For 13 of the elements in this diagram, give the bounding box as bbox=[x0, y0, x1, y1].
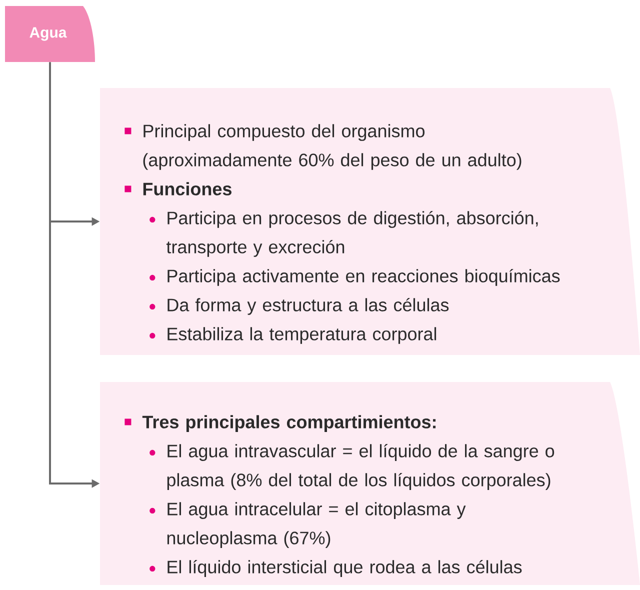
list-item: El agua intravascular = el líquido de la sangre o plasma (8% del total de los líquidos corporales) bbox=[167, 444, 554, 490]
content-box bbox=[100, 382, 640, 585]
list-item: Da forma y estructura a las células bbox=[168, 298, 449, 315]
content-box bbox=[100, 88, 640, 355]
list-item: Estabiliza la temperatura corporal bbox=[168, 327, 436, 344]
list-item: Participa activamente en reacciones bioquímicas bbox=[168, 268, 560, 286]
list-item: El agua intracelular = el citoplasma y nucleoplasma (67%) bbox=[167, 502, 466, 548]
list-item: Principal compuesto del organismo (aproximadamente 60% del peso de un adulto) bbox=[143, 124, 522, 170]
list-item: Participa en procesos de digestión, absorción, transporte y excreción bbox=[166, 210, 538, 257]
heading-tab: Agua bbox=[5, 6, 95, 62]
list-item: Tres principales compartimientos: bbox=[142, 415, 436, 432]
list-item: El líquido intersticial que rodea a las células bbox=[168, 560, 522, 577]
list-item: Funciones bbox=[143, 182, 232, 196]
